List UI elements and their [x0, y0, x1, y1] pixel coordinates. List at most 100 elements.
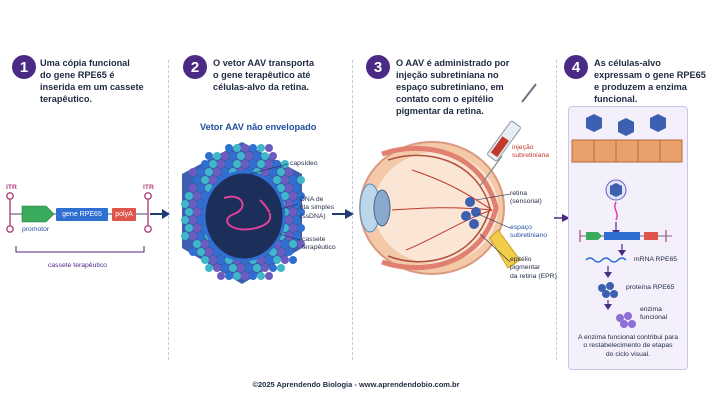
- capsid-bead: [253, 264, 261, 272]
- capsid-bead: [285, 168, 293, 176]
- capsid-bead: [189, 216, 197, 224]
- vector-leader-lines: [249, 163, 301, 241]
- capsid-bead: [289, 192, 297, 200]
- protein-cluster: [598, 282, 618, 298]
- capsid-bead: [269, 168, 277, 176]
- capsid-bead: [277, 248, 285, 256]
- incoming-capsids: [586, 114, 666, 136]
- capsid-bead: [197, 184, 205, 192]
- capsid-bead: [277, 264, 285, 272]
- step-3-number: 3: [366, 55, 390, 79]
- capsid-bead: [193, 240, 201, 248]
- capsid-bead: [209, 160, 217, 168]
- capsid-bead: [193, 192, 201, 200]
- capsid-bead: [245, 264, 253, 272]
- capsid-bead: [289, 240, 297, 248]
- divider-2: [352, 60, 353, 360]
- footer-credit: ©2025 Aprendendo Biologia - www.aprenden…: [252, 380, 460, 389]
- capsid-bead: [297, 176, 305, 184]
- capsid-bead: [289, 256, 297, 264]
- capsid-bead: [249, 160, 257, 168]
- capsid-bead: [273, 160, 281, 168]
- capsid-bead: [193, 224, 201, 232]
- capsid-bead: [209, 176, 217, 184]
- capsid-bead: [189, 184, 197, 192]
- capsid-bead: [201, 256, 209, 264]
- divider-1: [168, 60, 169, 360]
- capsid-bead: [221, 152, 229, 160]
- capsid-bead: [189, 200, 197, 208]
- capsid-bead: [229, 264, 237, 272]
- capsid-bead: [197, 248, 205, 256]
- capsid-bead: [297, 208, 305, 216]
- itr-left-symbol: [6, 192, 14, 233]
- capsid-bead: [265, 272, 273, 280]
- capsid-bead: [185, 192, 193, 200]
- capsid-bead: [233, 160, 241, 168]
- capsid-bead: [217, 160, 225, 168]
- capsid-bead: [293, 232, 301, 240]
- capsid-bead: [253, 152, 261, 160]
- capsid-bead: [241, 160, 249, 168]
- capsid-bead: [269, 264, 277, 272]
- arrow-step1-to-step2: [150, 209, 170, 219]
- capsid-bead: [213, 168, 221, 176]
- capsid-bead: [257, 272, 265, 280]
- step-4-number: 4: [564, 55, 588, 79]
- aav-capsid: [181, 142, 305, 284]
- capsid-bead: [213, 264, 221, 272]
- step-2-number: 2: [183, 55, 207, 79]
- capsid-bead: [181, 232, 189, 240]
- capsid-bead: [209, 256, 217, 264]
- retina-label: retina (sensorial): [510, 190, 542, 206]
- syringe: [479, 83, 537, 187]
- step-3-text: O AAV é administrado por injeção subreti…: [396, 58, 510, 116]
- capsid-bead: [201, 240, 209, 248]
- promoter-arrow: [21, 205, 55, 223]
- capsid-bead: [249, 144, 257, 152]
- capsid-bead: [193, 176, 201, 184]
- capsid-bead: [229, 152, 237, 160]
- polya-segment: polyA: [112, 208, 136, 221]
- capsid-bead: [297, 240, 305, 248]
- capsid-bead: [237, 264, 245, 272]
- capsid-bead: [225, 272, 233, 280]
- capsid-bead: [197, 200, 205, 208]
- divider-3: [556, 60, 557, 360]
- capsid-bead: [189, 248, 197, 256]
- capsid-bead: [237, 152, 245, 160]
- capsid-bead: [273, 256, 281, 264]
- step-4-text: As células-alvo expressam o gene RPE65 e…: [594, 58, 706, 104]
- capsid-bead: [225, 160, 233, 168]
- capsid-bead: [213, 152, 221, 160]
- gene-rpe65-segment: gene RPE65: [56, 208, 108, 221]
- capsid-bead: [233, 272, 241, 280]
- capsid-bead: [289, 176, 297, 184]
- capsid-bead: [185, 224, 193, 232]
- capsid-bead: [289, 224, 297, 232]
- capsid-bead: [181, 200, 189, 208]
- capsid-bead: [289, 208, 297, 216]
- capsid-bead: [281, 176, 289, 184]
- capsid-label: capsídeo: [290, 160, 318, 167]
- capsid-bead: [277, 168, 285, 176]
- enzyme-label: enzima funcional: [640, 306, 668, 322]
- capsid-bead: [233, 144, 241, 152]
- ssdna-strand: [223, 195, 271, 231]
- capsid-bead: [205, 168, 213, 176]
- arrow-step2-to-step3: [332, 209, 354, 219]
- itr-right-symbol: [144, 192, 152, 233]
- vector-cassette-label: cassete terapêutico: [302, 236, 336, 252]
- capsid-bead: [221, 264, 229, 272]
- cell-process-diagram: [571, 114, 683, 328]
- vector-title: Vetor AAV não envelopado: [200, 122, 317, 132]
- cassette-caption: cassete terapêutico: [48, 262, 107, 269]
- subretinal-space-label: espaço subretiniano: [510, 224, 548, 240]
- capsid-bead: [273, 176, 281, 184]
- capsid-bead: [257, 144, 265, 152]
- capsid-bead: [221, 168, 229, 176]
- cell-note: A enzima funcional contribui para o rest…: [577, 334, 679, 358]
- capsid-bead: [265, 144, 273, 152]
- capsid-bead: [293, 184, 301, 192]
- capsid-bead: [197, 168, 205, 176]
